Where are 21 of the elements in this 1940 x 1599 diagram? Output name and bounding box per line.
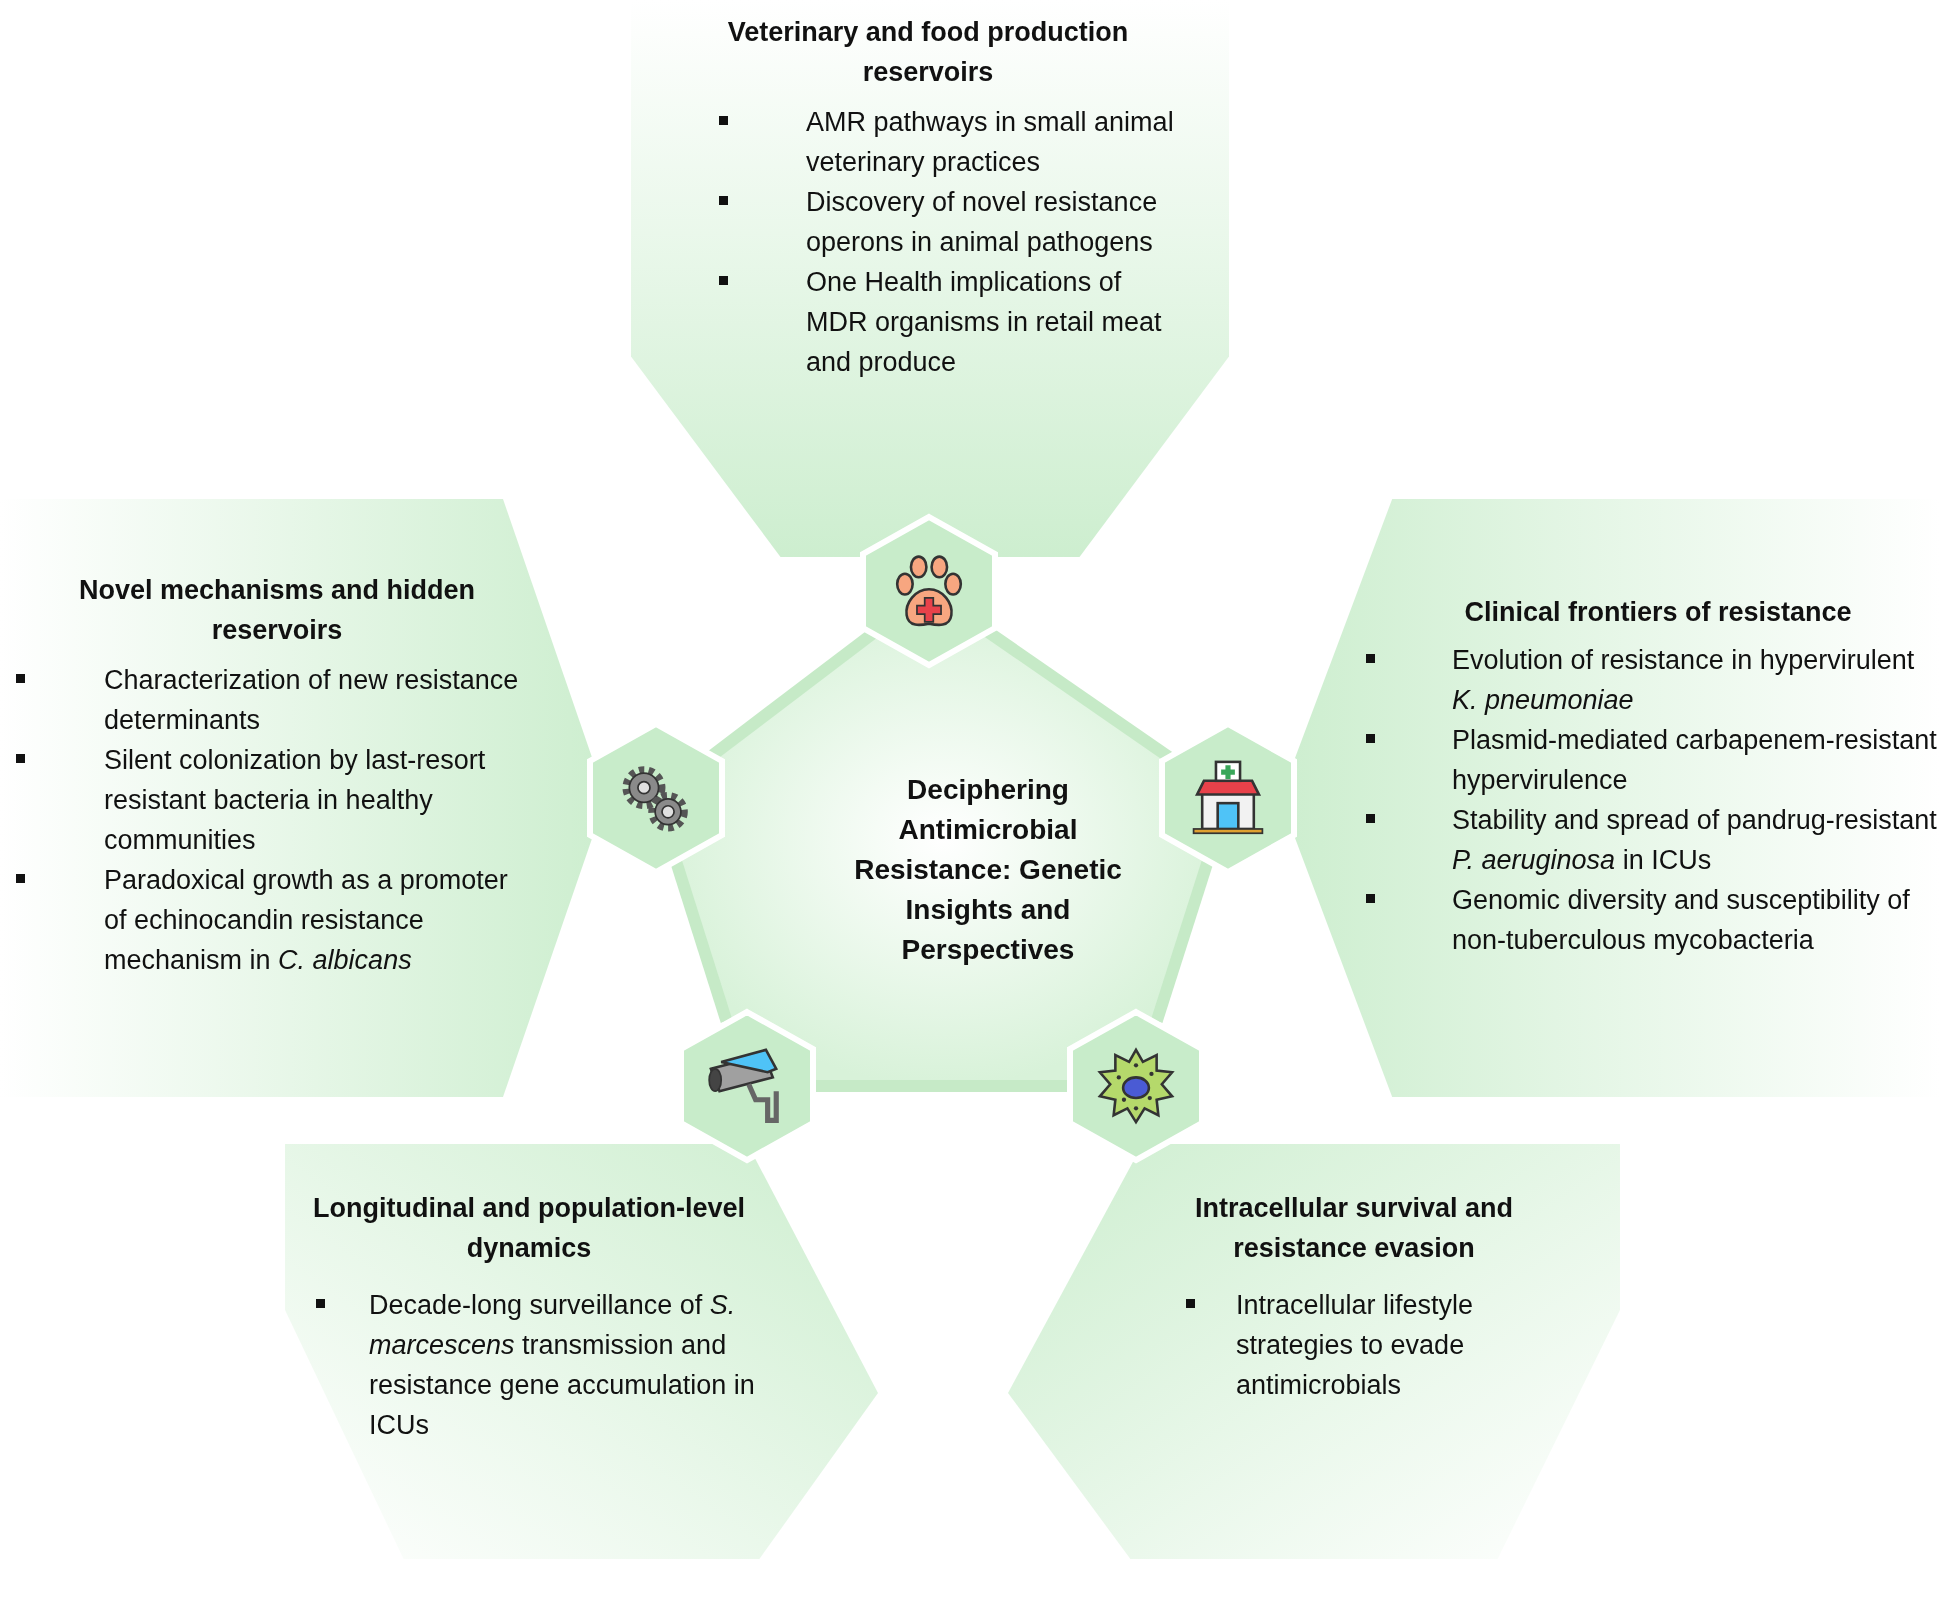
bullet-item: Silent colonization by last-resort resistant bacteria in healthy communities xyxy=(12,740,522,860)
panel-heading: Veterinary and food production reservoirs xyxy=(726,16,1130,89)
panel-heading: Novel mechanisms and hidden reservoirs xyxy=(77,574,477,647)
bullet-item: Characterization of new resistance determinants xyxy=(12,660,522,740)
connector-line xyxy=(815,1080,1068,1092)
bullet-item: Paradoxical growth as a promoter of echinocandin resistance mechanism in C. albicans xyxy=(12,860,522,980)
bullet-item: Stability and spread of pandrug-resistant P. aeruginosa in ICUs xyxy=(1362,800,1937,880)
bullet-item: One Health implications of MDR organisms in retail meat and produce xyxy=(715,262,1185,382)
connector-line xyxy=(670,861,733,1023)
bullet-item: Decade-long surveillance of S. marcescens transmission and resistance gene accumulation in ICUs xyxy=(312,1285,762,1445)
bullet-item: Plasmid-mediated carbapenem-resistant hypervirulence xyxy=(1362,720,1937,800)
panel-heading: Longitudinal and population-level dynamics xyxy=(312,1192,746,1265)
bullet-item: Evolution of resistance in hypervirulent K. pneumoniae xyxy=(1362,640,1937,720)
panel-heading: Clinical frontiers of resistance xyxy=(1463,596,1853,629)
bullet-item: AMR pathways in small animal veterinary practices xyxy=(715,102,1185,182)
center-title: Deciphering Antimicrobial Resistance: Genetic Insights and Perspectives xyxy=(853,773,1123,967)
bullet-item: Genomic diversity and susceptibility of non-tuberculous mycobacteria xyxy=(1362,880,1937,960)
bullet-item: Discovery of novel resistance operons in animal pathogens xyxy=(715,182,1185,262)
connector-line xyxy=(1150,860,1214,1024)
panel-heading: Intracellular survival and resistance evasion xyxy=(1193,1192,1515,1265)
bullet-item: Intracellular lifestyle strategies to evade antimicrobials xyxy=(1182,1285,1512,1405)
